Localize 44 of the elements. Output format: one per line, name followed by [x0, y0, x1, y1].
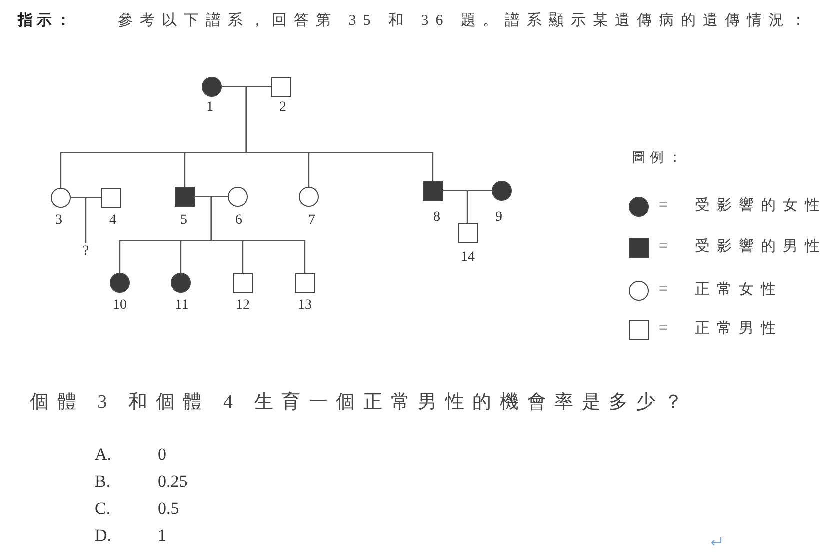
legend-label: 受影響的女性 [695, 197, 827, 216]
individual-number: 7 [308, 214, 316, 228]
individual-number: 4 [110, 214, 116, 228]
option-value: 0 [158, 444, 166, 466]
descent-line [85, 197, 101, 243]
individual-number: 1 [206, 101, 214, 115]
legend-title: 圖例： [632, 150, 686, 168]
open-square-symbol [271, 77, 291, 97]
equals-sign: = [659, 237, 668, 257]
individual-number: 14 [461, 251, 475, 265]
individual-number: 8 [434, 211, 440, 225]
open-square-symbol [101, 188, 121, 208]
individual-number: 10 [113, 299, 127, 313]
individual-number: 2 [280, 101, 286, 115]
individual-number: 6 [236, 214, 242, 228]
equals-sign: = [659, 319, 668, 339]
legend-label: 正常女性 [695, 281, 783, 300]
equals-sign: = [659, 280, 668, 300]
option-letter: A. [95, 444, 112, 466]
individual-number: 9 [496, 211, 502, 225]
filled-square-symbol [423, 181, 443, 201]
question-mark: ? [80, 243, 92, 261]
individual-number: 12 [236, 299, 250, 313]
open-square-symbol [233, 273, 253, 293]
open-square-symbol [295, 273, 315, 293]
descent-line [466, 190, 492, 223]
legend-label: 正常男性 [695, 320, 783, 339]
option-value: 1 [158, 525, 166, 546]
open-square-symbol [458, 223, 478, 243]
equals-sign: = [659, 196, 668, 216]
individual-number: 11 [175, 299, 189, 313]
option-letter: C. [95, 498, 111, 520]
option-value: 0.5 [158, 498, 180, 520]
option-letter: B. [95, 471, 111, 492]
individual-number: 13 [298, 299, 312, 313]
question-text: 個體 3 和個體 4 生育一個正常男性的機會率是多少？ [30, 391, 692, 415]
option-letter: D. [95, 525, 112, 546]
individual-number: 3 [56, 214, 62, 228]
legend-label: 受影響的男性 [695, 238, 827, 257]
individual-number: 5 [180, 214, 188, 228]
filled-square-symbol [175, 187, 195, 207]
option-value: 0.25 [158, 471, 188, 492]
instruction-heading: 指示： [18, 12, 75, 31]
instruction-text: 參考以下譜系，回答第 35 和 36 題。譜系顯示某遺傳病的遺傳情況： [118, 12, 813, 31]
